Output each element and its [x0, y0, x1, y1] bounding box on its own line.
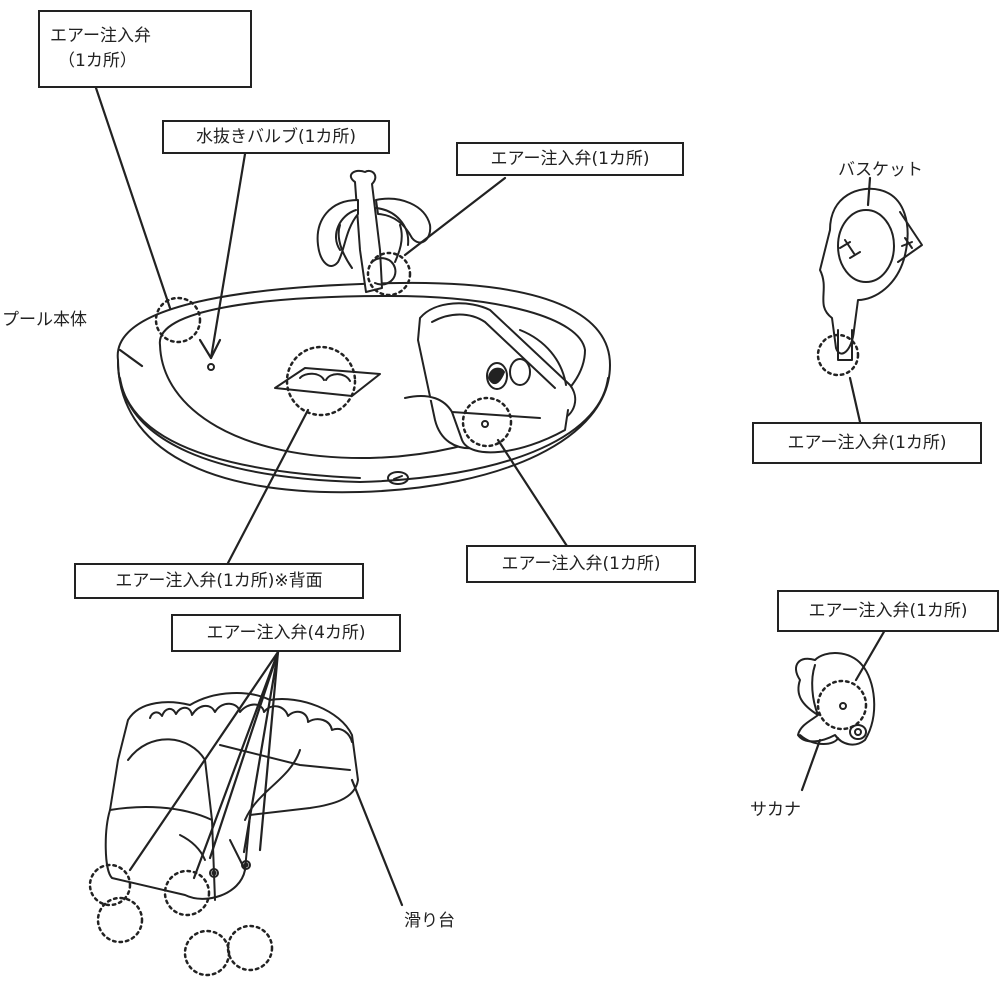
valve-label-line1: エアー注入弁: [50, 26, 151, 46]
valve-label-line2: （1カ所）: [58, 51, 137, 71]
slide: [104, 692, 359, 901]
valve-label-tree: エアー注入弁(1カ所): [456, 142, 684, 176]
drain-valve-label: 水抜きバルブ(1カ所): [162, 120, 390, 154]
basket: [819, 187, 923, 361]
valve-label-top-left: エアー注入弁 （1カ所）: [38, 10, 252, 88]
valve-label-slide: エアー注入弁(4カ所): [171, 614, 401, 652]
valve-label-back: エアー注入弁(1カ所)※背面: [74, 563, 364, 599]
valve-label-basket: エアー注入弁(1カ所): [752, 422, 982, 464]
valve-label-fish: エアー注入弁(1カ所): [777, 590, 999, 632]
valve-label-ramp: エアー注入弁(1カ所): [466, 545, 696, 583]
fish-label: サカナ: [750, 800, 801, 820]
slide-label: 滑り台: [404, 911, 455, 931]
valve-markers: [88, 251, 868, 977]
pool-body-label: プール本体: [2, 310, 87, 330]
ramp: [404, 302, 577, 454]
basket-label: バスケット: [838, 160, 923, 180]
leader-lines: [94, 86, 887, 907]
fish: [795, 652, 876, 746]
tree: [316, 169, 432, 293]
